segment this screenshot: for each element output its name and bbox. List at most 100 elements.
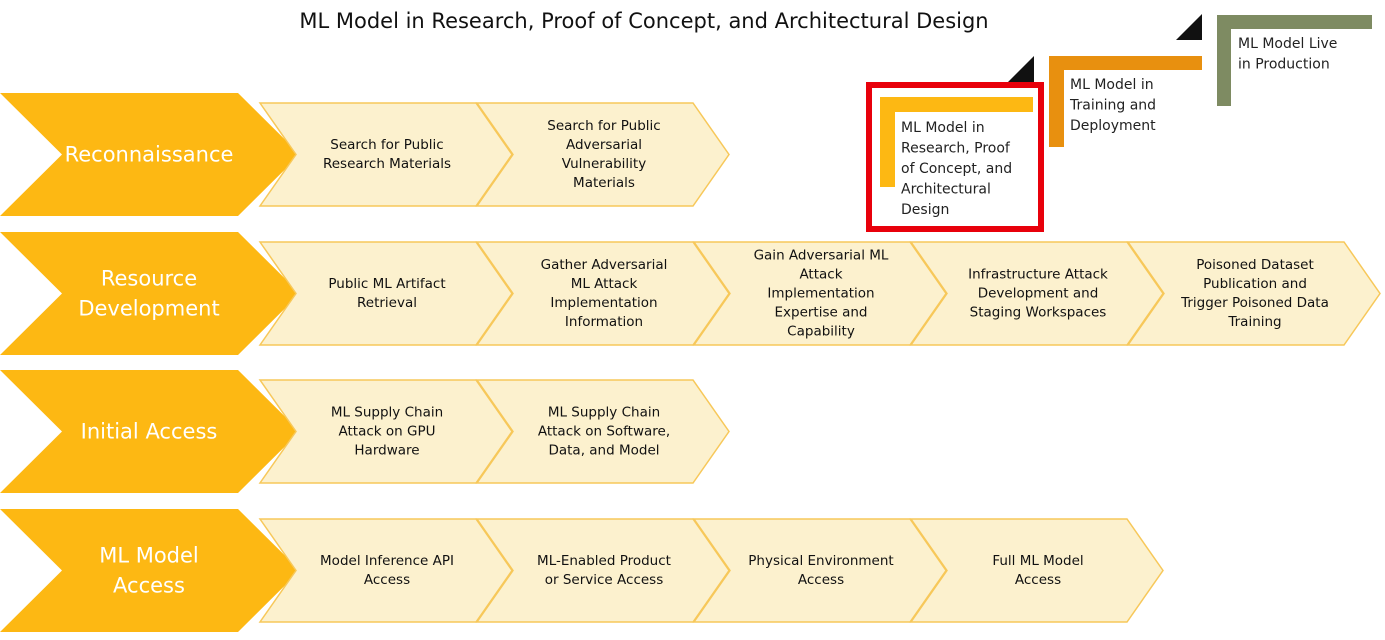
technique-label-line: Data, and Model (548, 443, 659, 459)
stage-label: ML Model Live in Production (1238, 36, 1337, 73)
tactic-chevron (0, 370, 300, 493)
stage-label-line: ML Model in (1070, 77, 1154, 93)
technique-label-line: Infrastructure Attack (968, 267, 1108, 283)
triangle-marker (1008, 56, 1034, 82)
stage-research: ML Model in Research, Proof of Concept, an… (866, 82, 1044, 232)
technique-chevron (475, 241, 730, 346)
technique-label-line: ML Supply Chain (548, 405, 660, 421)
stage-bar (1217, 15, 1231, 106)
tactic-chevron (0, 93, 300, 216)
technique-label-line: Information (565, 314, 643, 330)
technique-label-line: Materials (573, 175, 635, 191)
technique-label-line: Access (364, 572, 410, 588)
technique-chevron (258, 518, 513, 623)
technique-label-line: Public ML Artifact (328, 276, 445, 292)
tactic-label-line: Reconnaissance (65, 143, 234, 167)
stage-label-line: in Production (1238, 57, 1330, 73)
technique-label-line: or Service Access (545, 572, 664, 588)
technique-label-line: Vulnerability (562, 156, 646, 172)
technique-chevron (258, 102, 513, 207)
tactic-chevron (0, 509, 300, 632)
technique-label-line: Staging Workspaces (970, 305, 1107, 321)
stage-bar (880, 97, 1033, 112)
stage-label: ML Model in Research, Proof of Concept, an… (901, 120, 1012, 218)
technique-label: Model Inference API Access (320, 553, 454, 588)
technique-label-line: Physical Environment (748, 553, 893, 569)
technique-label-line: ML-Enabled Product (537, 553, 671, 569)
stage-label-line: ML Model in (901, 120, 985, 136)
stage-label-line: Deployment (1070, 118, 1156, 134)
technique-label-line: ML Supply Chain (331, 405, 443, 421)
technique-chevron (475, 379, 730, 484)
technique-label-line: Model Inference API (320, 553, 454, 569)
tactic-label: Initial Access (81, 420, 218, 444)
technique-chevron (475, 102, 730, 207)
tactic-label-line: Development (78, 297, 219, 321)
stage-label-line: Research, Proof (901, 141, 1011, 157)
technique-chevron (692, 241, 947, 346)
stage-label-line: Training and (1069, 98, 1156, 114)
technique-label-line: Capability (787, 324, 855, 340)
technique-chevron (909, 241, 1164, 346)
technique-label-line: Development and (978, 286, 1099, 302)
stage-label-line: Design (901, 202, 949, 218)
technique-label-line: Gather Adversarial (541, 257, 668, 273)
tactic-label-line: Resource (101, 267, 197, 291)
technique-label-line: Gain Adversarial ML (754, 248, 889, 264)
stage-label-line: ML Model Live (1238, 36, 1337, 52)
technique-chevron (475, 518, 730, 623)
technique-label-line: Trigger Poisoned Data (1180, 295, 1329, 311)
tactic-label: Reconnaissance (65, 143, 234, 167)
technique-chevron (692, 518, 947, 623)
technique-label-line: Poisoned Dataset (1196, 257, 1314, 273)
stage-label-line: of Concept, and (901, 161, 1012, 177)
stage-label-line: Architectural (901, 182, 991, 198)
technique-chevron (258, 241, 513, 346)
technique-label-line: Attack (799, 267, 842, 283)
technique-label-line: Access (798, 572, 844, 588)
technique-label-line: Retrieval (357, 295, 417, 311)
technique-box: Model Inference API Access (258, 518, 513, 623)
technique-label-line: Expertise and (774, 305, 867, 321)
technique-label-line: Implementation (550, 295, 657, 311)
lifecycle-stages: ML Model Live in Production ML Model in Tra… (866, 14, 1372, 232)
technique-label-line: ML Attack (571, 276, 638, 292)
technique-chevron (258, 379, 513, 484)
technique-label-line: Search for Public (330, 137, 443, 153)
technique-label: ML-Enabled Product or Service Access (537, 553, 671, 588)
technique-label-line: Access (1015, 572, 1061, 588)
technique-label-line: Training (1227, 314, 1281, 330)
tactic-label-line: ML Model (99, 544, 199, 568)
technique-label-line: Attack on Software, (538, 424, 670, 440)
stage-bar (880, 97, 895, 187)
technique-label-line: Research Materials (323, 156, 451, 172)
technique-box: ML-Enabled Product or Service Access (475, 518, 730, 623)
diagram-title: ML Model in Research, Proof of Concept, … (299, 9, 988, 33)
stage-bar (1049, 56, 1202, 70)
